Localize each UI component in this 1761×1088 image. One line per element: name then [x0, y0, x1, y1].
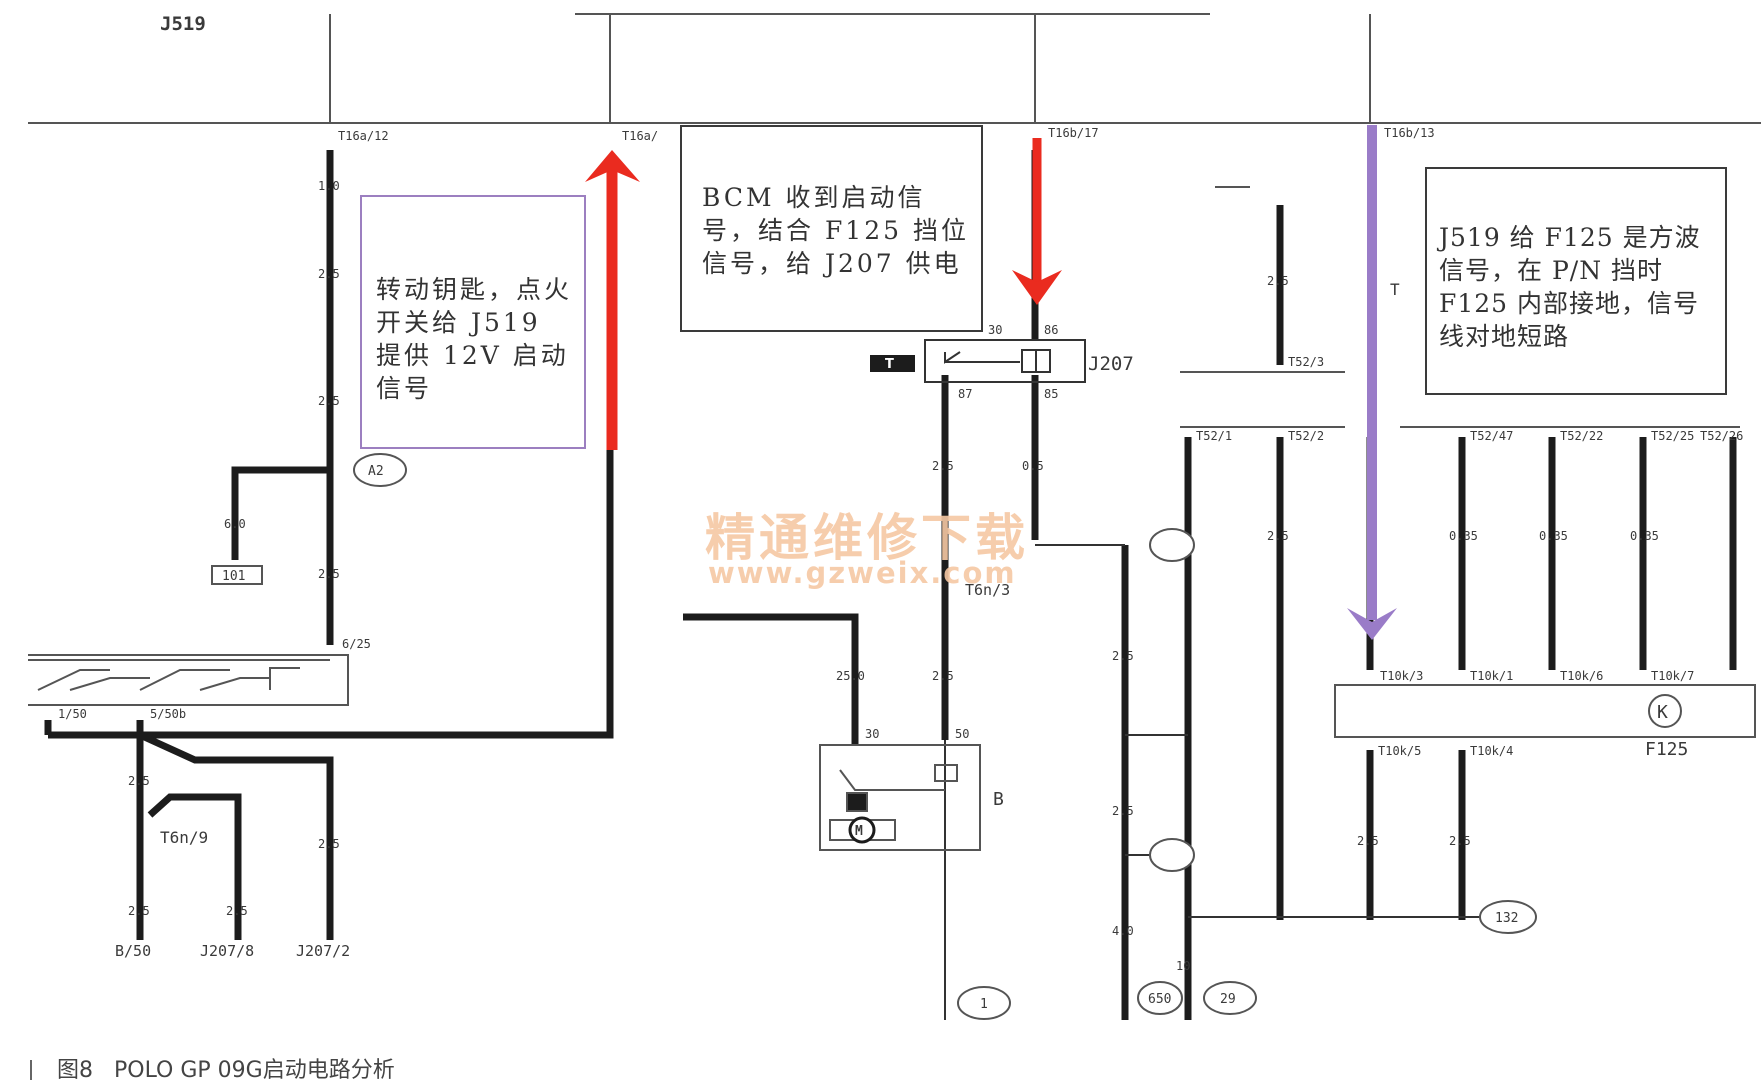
note-ignition: 转动钥匙，点火开关给 J519 提供 12V 启动信号 [360, 195, 586, 449]
connector-101: 101 [222, 569, 245, 584]
label-f125: F125 [1645, 739, 1688, 760]
terminal-t2: T16a/ [622, 129, 658, 143]
label-starter: B [993, 789, 1004, 810]
wire-size-14: 2.5 [1267, 529, 1289, 543]
wire-size-15: 2.5 [1267, 274, 1289, 288]
caption-bar [30, 1060, 32, 1080]
caption-text: POLO GP 09G启动电路分析 [114, 1058, 395, 1083]
wire-size-8: 2.5 [932, 669, 954, 683]
thin-wires [944, 544, 1490, 1020]
connector-29: 29 [1220, 992, 1236, 1007]
terminal-t18: T6n/3 [965, 581, 1010, 599]
terminal-j207-85: 85 [1044, 387, 1058, 401]
wire-size-21: 2.5 [128, 774, 150, 788]
terminal-t7: T52/2 [1288, 429, 1324, 443]
bottom-label-j207-8: J207/8 [200, 942, 254, 960]
connector-132: 132 [1495, 911, 1518, 926]
label-motor: M [855, 824, 863, 839]
terminal-t4: T16b/13 [1384, 126, 1435, 140]
bottom-label-j207-2: J207/2 [296, 942, 350, 960]
bottom-labels: B/50 J207/8 J207/2 [115, 942, 350, 960]
watermark-text: 精通维修下载 [705, 508, 1029, 567]
label-relay-tag: T [885, 357, 894, 372]
connector-a2: A2 [368, 464, 384, 479]
terminal-5-50b: 5/50b [150, 707, 186, 721]
j519-switch-box [28, 654, 349, 706]
wire-size-22: 2.5 [128, 904, 150, 918]
terminal-b30: 30 [865, 727, 879, 741]
label-j519: J519 [160, 13, 206, 35]
note-bcm: BCM 收到启动信号，结合 F125 挡位信号，给 J207 供电 [680, 125, 983, 332]
wire-size-10: 2.5 [1112, 649, 1134, 663]
terminal-t13: T10k/1 [1470, 669, 1513, 683]
terminal-j207-86: 86 [1044, 323, 1058, 337]
wire-size-labels: 1.0 2.5 2.5 6.0 2.5 25.0 2.5 2.5 0.5 2.5… [128, 179, 1659, 973]
wire-size-12: 4.0 [1112, 924, 1134, 938]
watermark-url: www.gzweix.com [708, 556, 1017, 590]
starter-box [819, 744, 981, 851]
starter-motor [848, 816, 876, 844]
wire-size-7: 2.5 [932, 459, 954, 473]
connector-labels: A2 101 132 29 650 1 [222, 464, 1518, 1012]
red-arrow-up [585, 150, 640, 450]
wire-size-11: 2.5 [1112, 804, 1134, 818]
terminal-t1: T16a/12 [338, 129, 389, 143]
wire-size-5: 2.5 [318, 567, 340, 581]
terminal-t17: T10k/4 [1470, 744, 1513, 758]
wire-size-24: 2.5 [318, 837, 340, 851]
terminal-labels: T16a/12 T16a/ T16b/17 T16b/13 T52/3 T52/… [58, 126, 1743, 847]
note-j519: J519 给 F125 是方波信号，在 P/N 挡时 F125 内部接地，信号线… [1425, 167, 1727, 395]
wire-size-16: 0.35 [1449, 529, 1478, 543]
connector-650: 650 [1148, 992, 1171, 1007]
wire-size-6: 25.0 [836, 669, 865, 683]
j207-relay [924, 339, 1086, 383]
terminal-t6: T52/1 [1196, 429, 1232, 443]
label-j207: J207 [1088, 353, 1134, 375]
terminal-t16: T10k/5 [1378, 744, 1421, 758]
terminal-t3: T16b/17 [1048, 126, 1099, 140]
wire-size-13: 10 [1176, 959, 1190, 973]
label-f125-symbol: K [1657, 702, 1668, 723]
terminal-t8: T52/47 [1470, 429, 1513, 443]
terminal-t19: T6n/9 [160, 828, 208, 847]
frame-lines [28, 13, 1761, 428]
terminal-t11: T52/26 [1700, 429, 1743, 443]
bottom-label-b50: B/50 [115, 942, 151, 960]
wire-size-18: 0.35 [1630, 529, 1659, 543]
terminal-j207-87: 87 [958, 387, 972, 401]
relay-tag-bg [870, 355, 915, 372]
terminal-t15: T10k/7 [1651, 669, 1694, 683]
wire-size-19: 2.5 [1357, 834, 1379, 848]
wire-size-1: 1.0 [318, 179, 340, 193]
terminal-1-50: 1/50 [58, 707, 87, 721]
terminal-t12: T10k/3 [1380, 669, 1423, 683]
figure-caption: 图8 POLO GP 09G启动电路分析 [30, 1052, 395, 1084]
f125-box [1334, 684, 1756, 738]
wire-size-4: 6.0 [224, 517, 246, 531]
connector-circles [211, 453, 1537, 1020]
red-arrow-down [1012, 138, 1062, 305]
connector-1: 1 [980, 997, 988, 1012]
wire-size-3: 2.5 [318, 394, 340, 408]
caption-figure-number: 图8 [57, 1058, 93, 1083]
wire-size-23: 2.5 [226, 904, 248, 918]
wires [44, 150, 1737, 1020]
terminal-j207-30: 30 [988, 323, 1002, 337]
terminal-b50: 50 [955, 727, 969, 741]
terminal-t5: T52/3 [1288, 355, 1324, 369]
wire-size-2: 2.5 [318, 267, 340, 281]
f125-symbol-circle [1648, 694, 1682, 728]
terminal-t14: T10k/6 [1560, 669, 1603, 683]
terminal-t-left: T [1390, 280, 1400, 299]
wire-size-20: 2.5 [1449, 834, 1471, 848]
purple-arrow-down [1347, 125, 1397, 640]
wire-size-9: 0.5 [1022, 459, 1044, 473]
terminal-6-25: 6/25 [342, 637, 371, 651]
wire-size-17: 0.35 [1539, 529, 1568, 543]
terminal-t10: T52/25 [1651, 429, 1694, 443]
terminal-t9: T52/22 [1560, 429, 1603, 443]
